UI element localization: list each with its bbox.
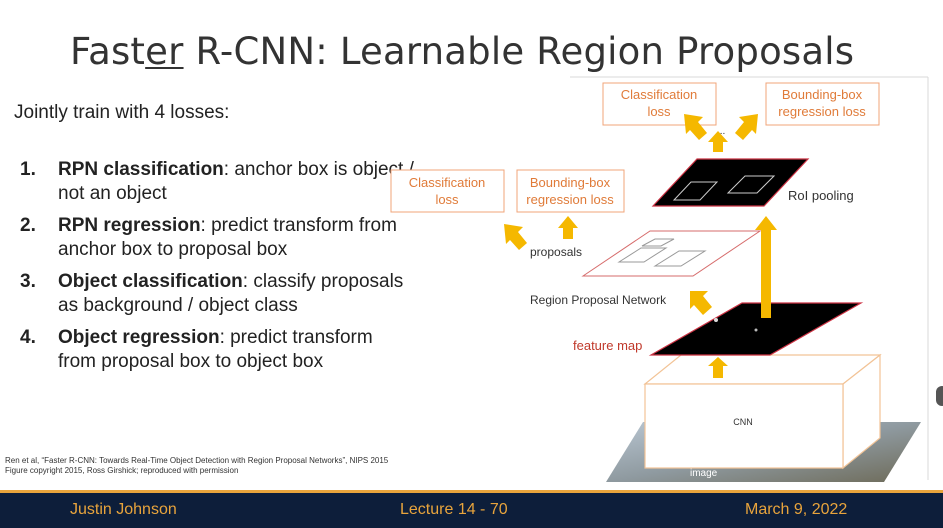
footer-lecture: Lecture 14 - 70	[400, 501, 508, 518]
top-cls-label-2: loss	[647, 104, 671, 119]
proposals-plane	[581, 230, 762, 277]
arrow-up-icon	[558, 216, 578, 239]
citation-line: Figure copyright 2015, Ross Girshick; re…	[5, 466, 239, 475]
loss-desc: : anchor box is object / not an object	[58, 159, 414, 204]
rpn-bbox-label-1: Bounding-box	[530, 175, 611, 190]
top-bbox-label-1: Bounding-box	[782, 87, 863, 102]
loss-item: 3. Object classification: classify propos…	[14, 270, 414, 318]
cnn-box-front	[644, 383, 844, 469]
arrow-group	[504, 114, 777, 378]
loss-term: RPN classification	[58, 159, 224, 180]
title-suffix: R-CNN: Learnable Region Proposals	[183, 30, 855, 73]
citation: Ren et al, “Faster R-CNN: Towards Real-T…	[5, 456, 388, 476]
arrow-up-icon	[755, 216, 777, 318]
loss-term: RPN regression	[58, 215, 201, 236]
title-prefix: Fast	[70, 30, 146, 73]
loss-desc: : classify proposals as background / obj…	[58, 271, 404, 316]
top-bbox-label-2: regression loss	[778, 104, 866, 119]
loss-number: 4.	[20, 327, 36, 348]
roi-pooling-plane	[651, 158, 810, 207]
rpn-cls-label-2: loss	[435, 192, 459, 207]
loss-desc: : predict transform from proposal box to…	[58, 327, 373, 372]
footer-author: Justin Johnson	[70, 501, 177, 518]
loss-term: Object regression	[58, 327, 220, 348]
rpn-classification-loss-box	[390, 169, 505, 213]
roi-box	[672, 181, 719, 201]
loss-number: 2.	[20, 215, 36, 236]
slide-title: Faster R-CNN: Learnable Region Proposals	[70, 30, 854, 73]
loss-item: 1. RPN classification: anchor box is obje…	[14, 158, 414, 206]
scroll-handle[interactable]	[936, 386, 943, 406]
arrow-diagonal-icon	[684, 114, 707, 140]
citation-line: Ren et al, “Faster R-CNN: Towards Real-T…	[5, 456, 389, 465]
loss-number: 1.	[20, 159, 36, 180]
top-bbox-loss-box	[765, 82, 880, 126]
proposal-box	[653, 250, 707, 267]
loss-item: 2. RPN regression: predict transform from…	[14, 214, 414, 262]
loss-number: 3.	[20, 271, 36, 292]
cnn-box-top	[643, 354, 882, 385]
ellipsis-label: ...	[717, 126, 725, 137]
rpn-cls-label-1: Classification	[409, 175, 486, 190]
loss-list: 1. RPN classification: anchor box is obje…	[14, 158, 414, 382]
proposal-box	[617, 247, 668, 263]
proposal-box	[641, 238, 675, 247]
arrow-diagonal-icon	[690, 291, 712, 315]
intro-text: Jointly train with 4 losses:	[14, 102, 230, 123]
slide: Faster R-CNN: Learnable Region Proposals…	[5, 30, 929, 482]
loss-desc: : predict transform from anchor box to p…	[58, 215, 397, 260]
rpn-label: Region Proposal Network	[530, 293, 667, 307]
image-label: image	[690, 468, 718, 479]
cnn-label: CNN	[733, 417, 753, 427]
faster-rcnn-diagram: image CNN feature map proposals Region P…	[390, 76, 929, 482]
arrow-diagonal-icon	[735, 114, 758, 140]
footer-date: March 9, 2022	[745, 501, 848, 518]
arrow-up-icon	[708, 357, 728, 378]
proposals-label: proposals	[530, 245, 582, 259]
loss-item: 4. Object regression: predict transform f…	[14, 326, 414, 374]
footer-bar: Justin Johnson Lecture 14 - 70 March 9, …	[0, 490, 943, 528]
feature-activation	[714, 318, 718, 322]
title-underlined: er	[145, 30, 184, 73]
rpn-bbox-label-2: regression loss	[526, 192, 614, 207]
arrow-diagonal-icon	[504, 224, 527, 250]
arrow-up-icon	[708, 131, 728, 152]
feature-map-label: feature map	[573, 338, 642, 353]
roi-pooling-label: RoI pooling	[788, 188, 854, 203]
loss-term: Object classification	[58, 271, 243, 292]
top-cls-label-1: Classification	[621, 87, 698, 102]
feature-activation	[754, 328, 758, 332]
rpn-bbox-loss-box	[516, 169, 625, 213]
roi-box	[726, 175, 776, 194]
